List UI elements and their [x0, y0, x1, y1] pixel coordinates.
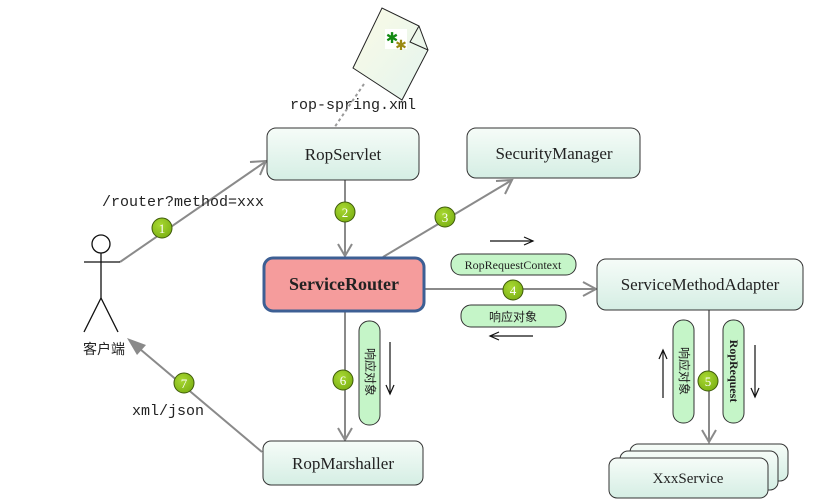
step-badge-5: 5 [697, 370, 719, 392]
node-service-method-adapter[interactable]: ServiceMethodAdapter [596, 258, 804, 311]
connector-step-1 [119, 161, 266, 263]
node-rop-marshaller-label: RopMarshaller [292, 454, 394, 473]
node-security-manager[interactable]: SecurityManager [466, 127, 641, 179]
node-xxx-service-label: XxxService [653, 471, 724, 487]
direction-arrows [385, 236, 760, 399]
node-service-router[interactable]: ServiceRouter [262, 256, 426, 313]
config-file-label: rop-spring.xml [290, 97, 416, 114]
node-rop-servlet-label: RopServlet [305, 145, 382, 164]
step-badge-4: 4 [502, 279, 524, 301]
svg-text:✱: ✱ [386, 29, 399, 47]
message-response-object-v6: 响应对象 [358, 320, 381, 426]
arrowhead-step-2 [337, 243, 353, 258]
svg-text:7: 7 [181, 376, 188, 391]
svg-text:响应对象: 响应对象 [363, 348, 378, 396]
message-response-object-v5: 响应对象 [672, 319, 695, 424]
step-badge-6: 6 [332, 369, 354, 391]
svg-text:3: 3 [442, 210, 449, 225]
svg-text:1: 1 [159, 221, 166, 236]
arrowhead-step-7 [127, 338, 146, 355]
node-service-method-adapter-label: ServiceMethodAdapter [621, 275, 780, 294]
config-link [333, 83, 365, 129]
step-badge-2: 2 [334, 201, 356, 223]
svg-text:RopRequest: RopRequest [727, 340, 741, 403]
arrowhead-step-1 [249, 159, 268, 176]
node-security-manager-label: SecurityManager [495, 144, 612, 163]
stick-figure-icon [83, 234, 120, 333]
step-badge-7: 7 [173, 372, 195, 394]
step-badge-1: 1 [151, 217, 173, 239]
actor-label: 客户端 [83, 341, 125, 358]
message-response-object-h: 响应对象 [460, 304, 567, 328]
message-rop-request-context: RopRequestContext [450, 253, 577, 276]
svg-text:RopRequestContext: RopRequestContext [465, 258, 562, 272]
response-format-label: xml/json [132, 403, 204, 420]
request-url-label: /router?method=xxx [102, 194, 264, 211]
step-badge-3: 3 [434, 206, 456, 228]
svg-text:5: 5 [705, 374, 712, 389]
svg-text:响应对象: 响应对象 [489, 309, 537, 324]
arrowhead-step-6 [337, 427, 353, 442]
svg-text:6: 6 [340, 373, 347, 388]
svg-text:✱: ✱ [395, 38, 407, 54]
node-rop-servlet[interactable]: RopServlet [266, 127, 420, 181]
node-xxx-service-stack[interactable]: XxxService [608, 443, 789, 499]
arrowhead-step-5 [701, 429, 717, 444]
svg-text:响应对象: 响应对象 [677, 347, 692, 395]
svg-text:2: 2 [342, 205, 349, 220]
message-rop-request: RopRequest [722, 319, 745, 424]
xml-document-icon: ✱ ✱ [352, 7, 429, 101]
svg-text:4: 4 [510, 283, 517, 298]
arrowhead-step-4 [582, 281, 599, 297]
node-rop-marshaller[interactable]: RopMarshaller [262, 440, 424, 486]
connector-step-7 [133, 343, 263, 453]
arrowhead-step-3 [495, 178, 514, 195]
node-service-router-label: ServiceRouter [289, 274, 399, 294]
